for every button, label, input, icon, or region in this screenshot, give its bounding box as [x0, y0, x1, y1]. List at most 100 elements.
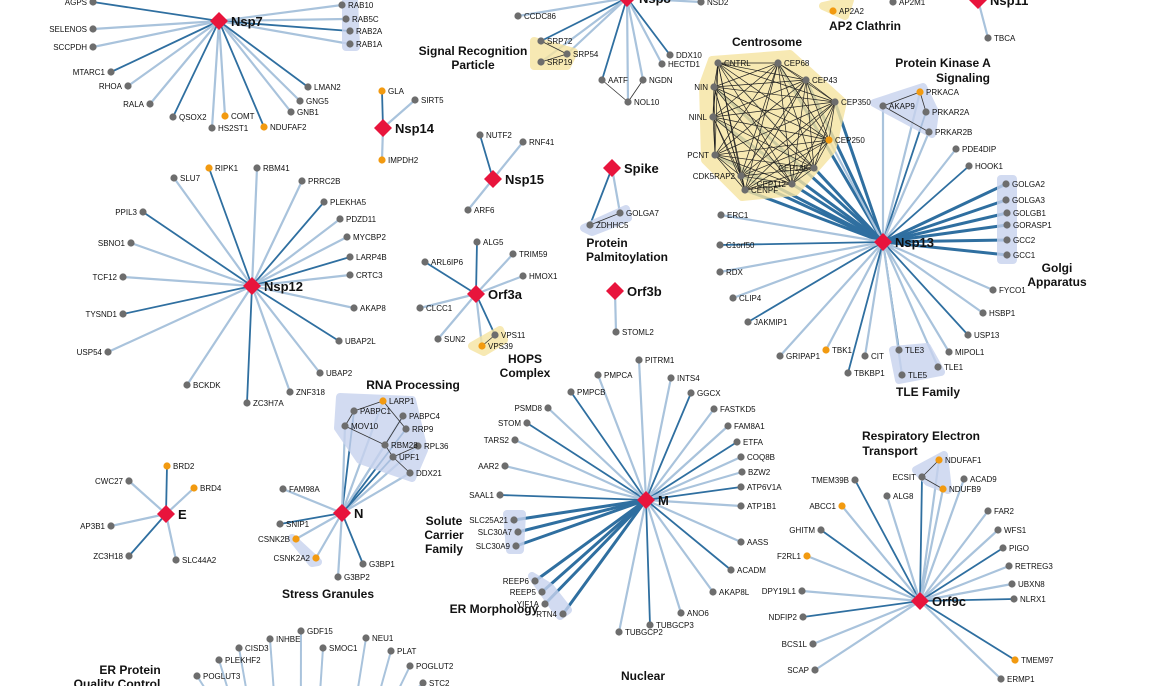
interaction-edge — [218, 20, 309, 88]
interaction-edge — [121, 275, 254, 288]
viral-protein-spike — [603, 159, 621, 177]
protein-label-cenpf: CENPF — [751, 186, 778, 195]
interaction-edge — [918, 564, 1011, 603]
protein-label-tbca: TBCA — [994, 34, 1016, 43]
protein-label-mipol1: MIPOL1 — [955, 348, 985, 357]
protein-label-nol10: NOL10 — [634, 98, 660, 107]
protein-label-retreg3: RETREG3 — [1015, 562, 1053, 571]
protein-node-reep5 — [538, 588, 546, 596]
protein-label-selenos: SELENOS — [49, 25, 87, 34]
protein-label-gcc1: GCC1 — [1013, 251, 1036, 260]
interaction-edge — [250, 273, 352, 288]
protein-label-ndufaf2: NDUFAF2 — [270, 123, 307, 132]
protein-label-ubxn8: UBXN8 — [1018, 580, 1045, 589]
interaction-edge — [719, 241, 884, 246]
interaction-edge — [533, 498, 648, 583]
protein-node-rbm28 — [381, 441, 389, 449]
centrosome-clique-edge — [777, 62, 793, 185]
protein-label-tle3: TLE3 — [905, 346, 925, 355]
interaction-edge — [246, 285, 253, 404]
protein-complex-8 — [889, 343, 945, 384]
protein-label-ghitm: GHITM — [789, 526, 815, 535]
protein-label-csnk2b: CSNK2B — [258, 535, 290, 544]
protein-node-golga7 — [616, 209, 624, 217]
interaction-edge — [516, 0, 622, 18]
protein-node-etfa — [733, 438, 741, 446]
protein-label-rab1a: RAB1A — [356, 40, 383, 49]
protein-node-clcc1 — [416, 304, 424, 312]
protein-label-pigo: PIGO — [1009, 544, 1029, 553]
protein-node-cenpf — [741, 186, 749, 194]
interaction-edge — [881, 240, 985, 315]
protein-node-cdk5rap2 — [737, 172, 745, 180]
protein-node-ermp1 — [997, 675, 1005, 683]
protein-node-yif1a — [541, 600, 549, 608]
interaction-edge — [251, 285, 340, 342]
centrosome-clique-edge — [717, 62, 815, 169]
protein-label-reep6: REEP6 — [503, 577, 530, 586]
centrosome-clique-edge — [717, 62, 807, 81]
protein-node-smoc1 — [319, 644, 327, 652]
protein-node-rpl36 — [414, 442, 422, 450]
protein-node-srp54 — [563, 50, 571, 58]
complex-edge — [540, 53, 568, 63]
protein-node-rab1a — [346, 40, 354, 48]
protein-node-aar2 — [501, 462, 509, 470]
interaction-edge — [644, 424, 730, 502]
protein-node-ap2a2 — [829, 7, 837, 15]
protein-label-cep350: CEP350 — [841, 98, 871, 107]
protein-node-tle1 — [934, 363, 942, 371]
protein-node-ninl — [709, 113, 717, 121]
protein-label-pde4dip: PDE4DIP — [962, 145, 996, 154]
viral-label-nsp14: Nsp14 — [395, 121, 435, 136]
protein-node-bcs1l — [809, 640, 817, 648]
protein-node-prrc2b — [298, 177, 306, 185]
protein-node-aass — [737, 538, 745, 546]
protein-label-ap2a2: AP2A2 — [839, 7, 864, 16]
interaction-edge — [129, 241, 254, 288]
protein-node-slu7 — [170, 174, 178, 182]
protein-node-stc2 — [419, 679, 427, 686]
protein-label-cep112: CEP112 — [757, 180, 787, 189]
protein-node-c1orf50 — [716, 241, 724, 249]
protein-label-snip1: SNIP1 — [286, 520, 310, 529]
protein-label-ubap2: UBAP2 — [326, 369, 353, 378]
protein-node-rtn4 — [559, 610, 567, 618]
interaction-edge — [142, 211, 253, 287]
protein-label-tars2: TARS2 — [484, 436, 510, 445]
protein-node-ppil3 — [139, 208, 147, 216]
protein-node-mipol1 — [945, 348, 953, 356]
protein-label-rbm28: RBM28 — [391, 441, 418, 450]
complex-edge — [921, 476, 944, 490]
protein-node-ccdc86 — [514, 12, 522, 20]
protein-node-pabpc1 — [350, 407, 358, 415]
protein-label-zc3h18: ZC3H18 — [93, 552, 123, 561]
protein-label-fam8a1: FAM8A1 — [734, 422, 765, 431]
protein-node-dpy19l1 — [798, 587, 806, 595]
protein-node-ubap2l — [335, 337, 343, 345]
protein-label-cep135: CEP135 — [778, 164, 808, 173]
interaction-edge — [424, 261, 477, 295]
protein-label-aar2: AAR2 — [478, 462, 499, 471]
protein-node-pmpcb — [567, 388, 575, 396]
protein-node-ndfip2 — [799, 613, 807, 621]
protein-node-atp6v1a — [737, 483, 745, 491]
centrosome-clique-edge — [813, 139, 830, 169]
protein-label-acadm: ACADM — [737, 566, 766, 575]
interaction-edge — [644, 498, 683, 615]
protein-node-impdh2 — [378, 156, 386, 164]
centrosome-clique-edge — [712, 116, 815, 169]
viral-protein-e — [157, 505, 175, 523]
protein-node-akap8 — [350, 304, 358, 312]
protein-node-csnk2a2 — [312, 554, 320, 562]
protein-label-nin: NIN — [694, 83, 708, 92]
centrosome-clique-edge — [714, 154, 793, 185]
protein-node-bckdk — [183, 381, 191, 389]
protein-node-tmem39b — [851, 476, 859, 484]
protein-node-coq8b — [737, 453, 745, 461]
centrosome-clique-edge — [744, 101, 836, 191]
protein-label-acad9: ACAD9 — [970, 475, 997, 484]
protein-label-zc3h7a: ZC3H7A — [253, 399, 284, 408]
interaction-edge — [210, 19, 221, 130]
